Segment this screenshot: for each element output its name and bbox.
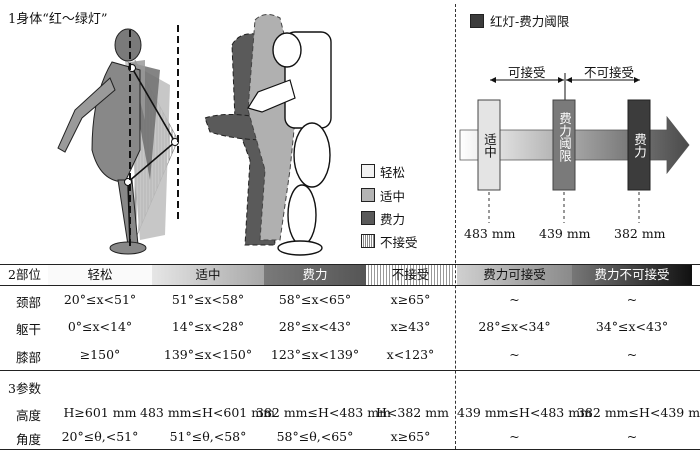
section1-title: 1身体“红～绿灯” xyxy=(8,12,108,27)
cell-angle-acceptable: ~ xyxy=(509,429,520,444)
threshold-diagram xyxy=(459,73,690,223)
row-knee-label: 膝部 xyxy=(16,350,42,365)
cell-height-not-acceptable: 382 mm≤H<439 mm xyxy=(577,405,700,420)
legend-swatch-unacceptable xyxy=(361,234,375,248)
header-rule xyxy=(0,285,700,287)
section2-label: 2部位 xyxy=(8,267,41,282)
section-rule-middle xyxy=(0,370,700,372)
header-strenuous: 费力 xyxy=(264,265,366,285)
cell-height-moderate: 483 mm≤H<601 mm xyxy=(140,405,275,420)
section-rule-bottom xyxy=(0,449,700,451)
panel-divider xyxy=(455,4,456,449)
legend-swatch-relaxed xyxy=(361,164,375,178)
header-strenuous-unacceptable: 费力不可接受 xyxy=(572,265,692,285)
cell-neck-relaxed: 20°≤x<51° xyxy=(63,292,137,307)
legend-swatch-moderate xyxy=(361,188,375,202)
threshold-legend-swatch xyxy=(470,14,484,28)
cell-trunk-unacceptable: x≥43° xyxy=(390,319,431,334)
cell-height-strenuous: 382 mm≤H<483 mm xyxy=(256,405,391,420)
legend-label-moderate: 适中 xyxy=(380,189,406,204)
cell-neck-strenuous: 58°≤x<65° xyxy=(278,292,352,307)
header-moderate: 适中 xyxy=(152,265,264,285)
cell-height-unacceptable: H<382 mm xyxy=(376,405,449,420)
header-strenuous-acceptable: 费力可接受 xyxy=(457,265,572,285)
row-height-label: 高度 xyxy=(16,408,42,423)
cell-neck-not-acceptable: ~ xyxy=(626,292,638,307)
cell-angle-relaxed: 20°≤θ,<51° xyxy=(61,429,139,444)
row-neck-label: 颈部 xyxy=(16,295,42,310)
cell-knee-strenuous: 123°≤x<139° xyxy=(270,347,360,362)
range-label-acceptable: 可接受 xyxy=(508,65,546,80)
cell-angle-strenuous: 58°≤θ,<65° xyxy=(276,429,354,444)
section-rule-top xyxy=(0,264,700,266)
bar-label-threshold: 费力阈限 xyxy=(557,112,572,162)
cell-knee-moderate: 139°≤x<150° xyxy=(163,347,253,362)
left-figure xyxy=(57,25,179,255)
cell-angle-unacceptable: x≥65° xyxy=(390,429,431,444)
cell-trunk-relaxed: 0°≤x<14° xyxy=(67,319,133,334)
section3-label: 3参数 xyxy=(8,381,41,396)
header-unacceptable: 不接受 xyxy=(366,265,455,285)
cell-trunk-not-acceptable: 34°≤x<43° xyxy=(595,319,669,334)
cell-neck-unacceptable: x≥65° xyxy=(390,292,431,307)
posture-illustration xyxy=(57,14,332,256)
range-label-unacceptable: 不可接受 xyxy=(584,65,635,80)
cell-neck-moderate: 51°≤x<58° xyxy=(171,292,245,307)
bar-label-strenuous: 费力 xyxy=(632,133,647,158)
cell-height-acceptable: 439 mm≤H<483 mm xyxy=(457,405,592,420)
threshold-legend-label: 红灯-费力阈限 xyxy=(490,14,570,29)
cell-angle-moderate: 51°≤θ,<58° xyxy=(169,429,247,444)
cell-height-relaxed: H≥601 mm xyxy=(63,405,137,420)
cell-angle-not-acceptable: ~ xyxy=(626,429,638,444)
bar-label-moderate: 适中 xyxy=(482,133,497,158)
row-trunk-label: 躯干 xyxy=(16,322,42,337)
distance-label-382: 382 mm xyxy=(614,226,666,241)
cell-knee-acceptable: ~ xyxy=(509,347,520,362)
legend-label-unacceptable: 不接受 xyxy=(380,235,418,250)
cell-knee-relaxed: ≥150° xyxy=(79,347,121,362)
right-figure xyxy=(204,14,332,256)
cell-neck-acceptable: ~ xyxy=(509,292,520,307)
cell-trunk-acceptable: 28°≤x<34° xyxy=(478,319,551,334)
cell-knee-unacceptable: x<123° xyxy=(386,347,435,362)
legend-label-strenuous: 费力 xyxy=(380,212,406,227)
cell-trunk-moderate: 14°≤x<28° xyxy=(171,319,245,334)
legend-label-relaxed: 轻松 xyxy=(380,165,406,180)
cell-knee-not-acceptable: ~ xyxy=(626,347,638,362)
header-relaxed: 轻松 xyxy=(48,265,152,285)
distance-label-483: 483 mm xyxy=(464,226,516,241)
cell-trunk-strenuous: 28°≤x<43° xyxy=(278,319,352,334)
row-angle-label: 角度 xyxy=(16,432,42,447)
legend-swatch-strenuous xyxy=(361,211,375,225)
distance-label-439: 439 mm xyxy=(539,226,591,241)
